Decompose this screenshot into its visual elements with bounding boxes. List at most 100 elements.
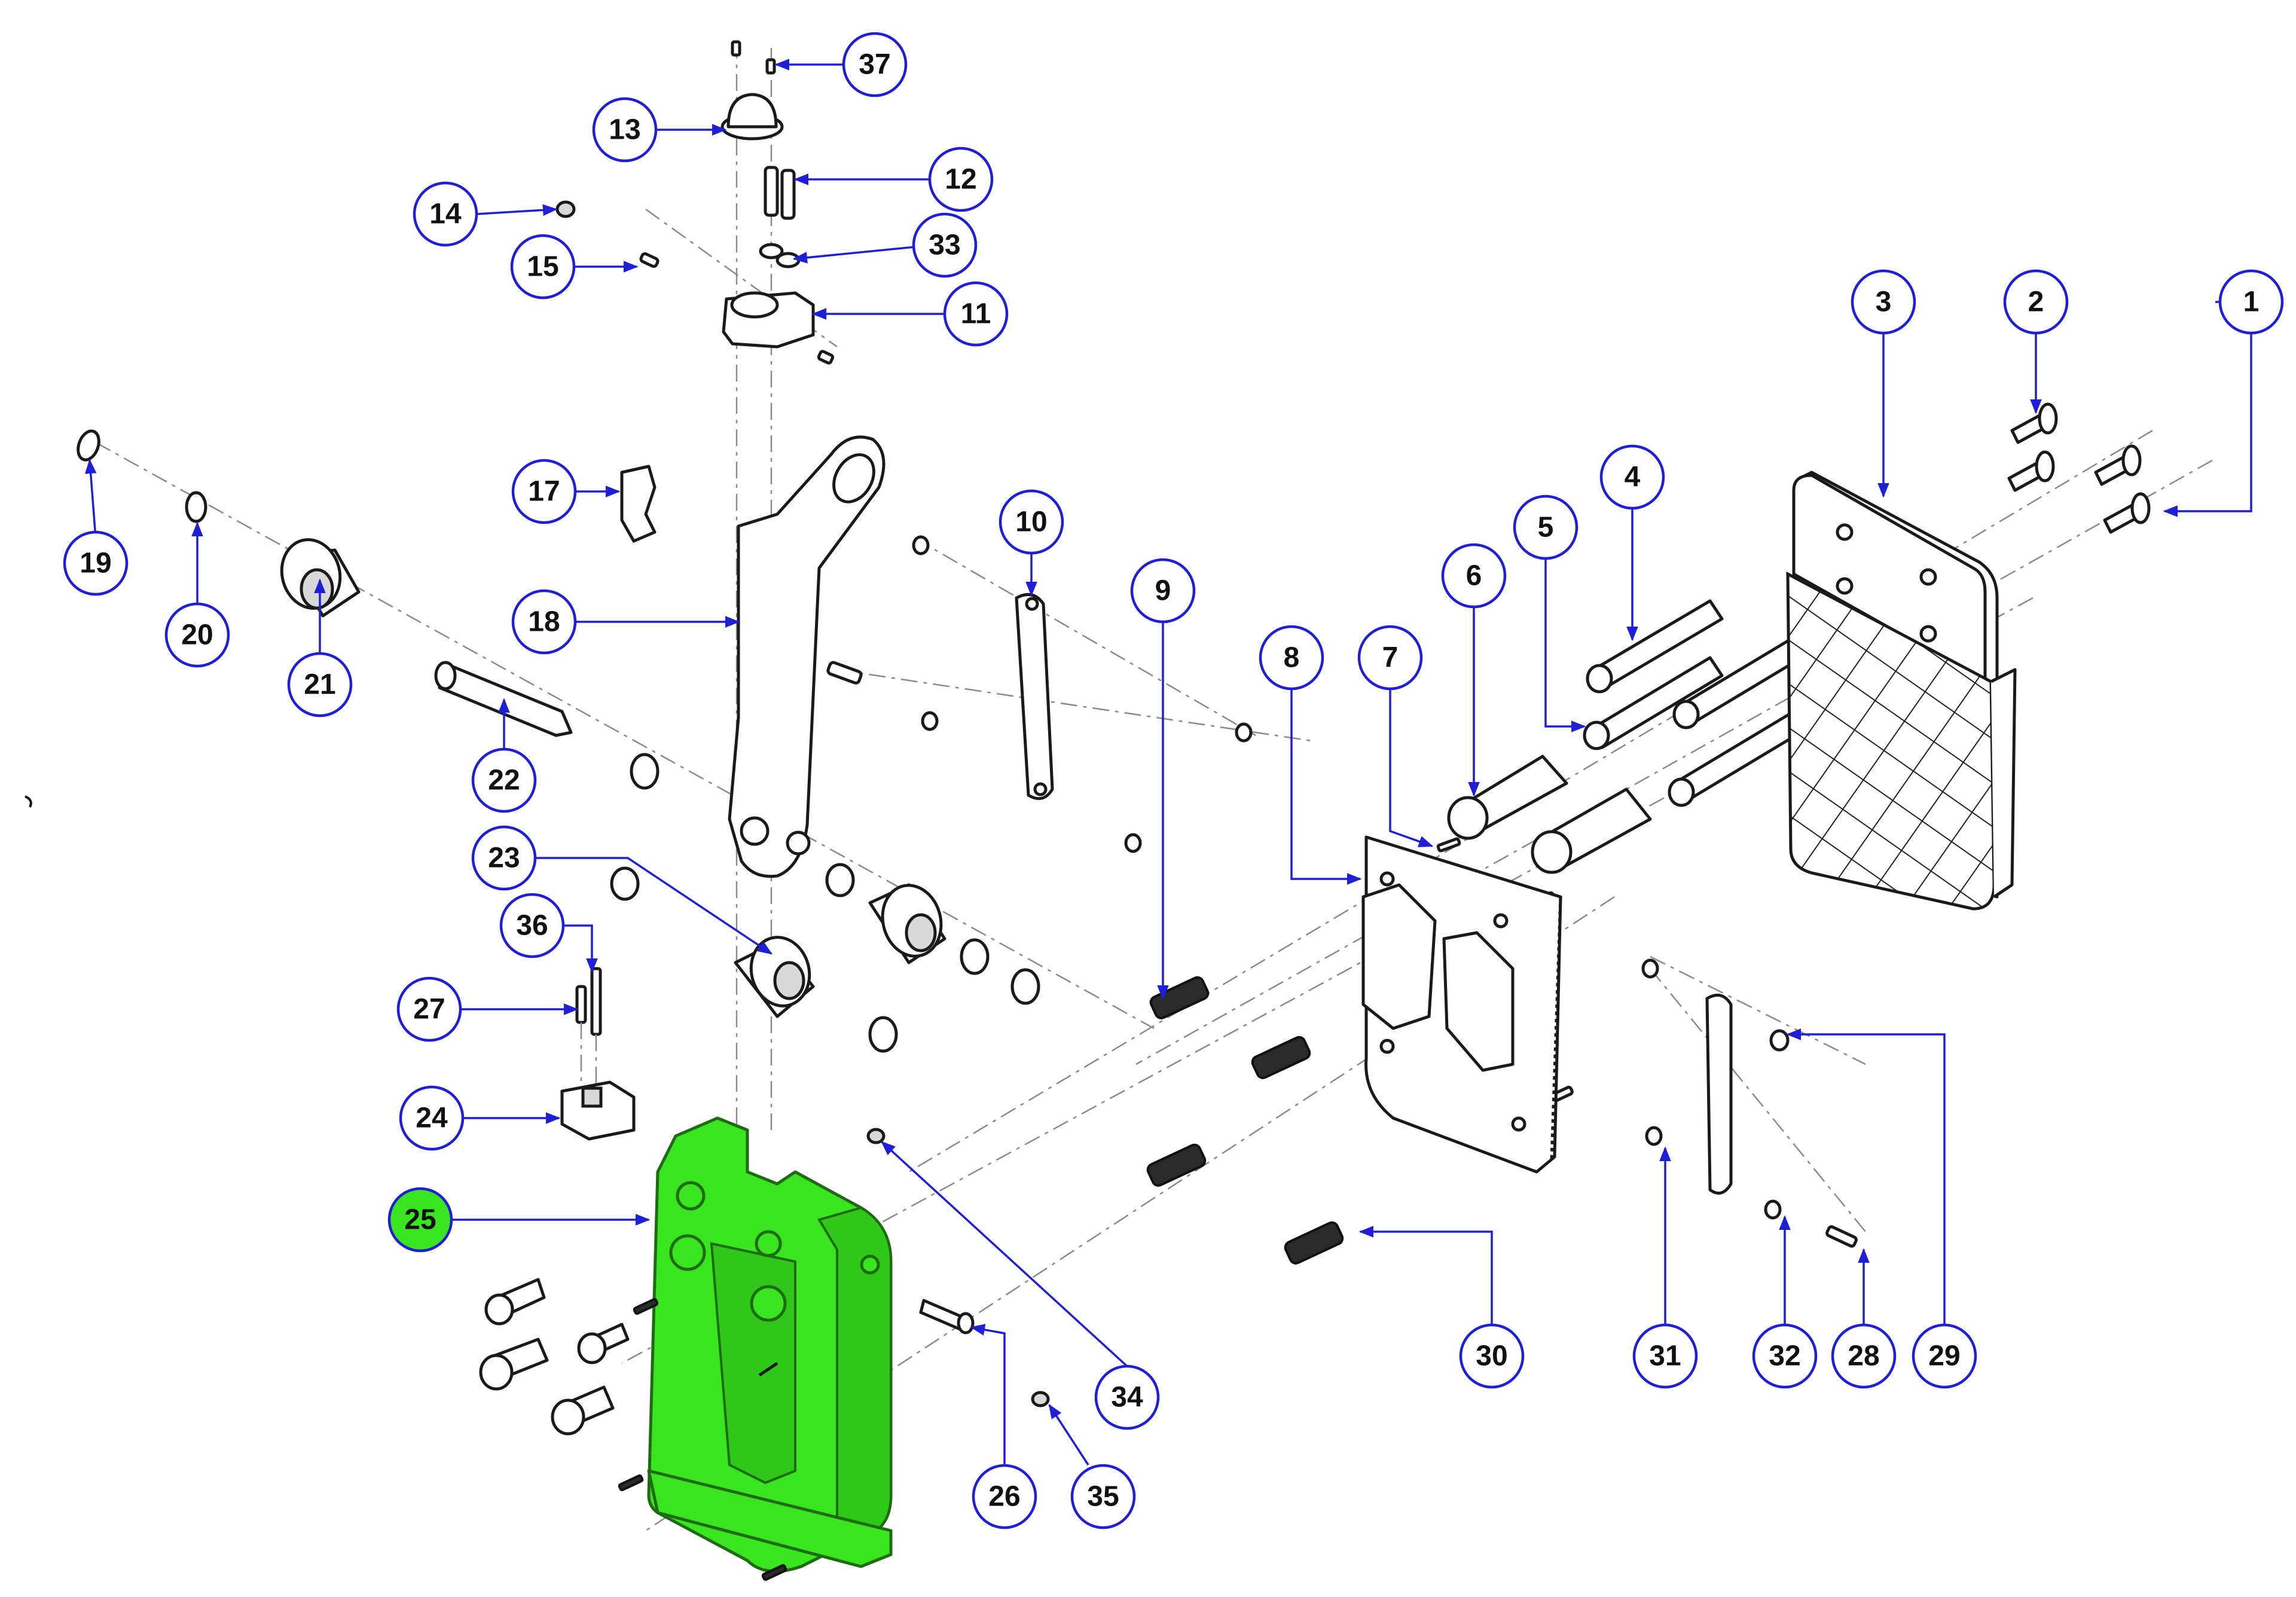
balloon-27[interactable]: 27 bbox=[396, 976, 462, 1042]
balloon-14[interactable]: 14 bbox=[413, 181, 478, 247]
balloon-29[interactable]: 29 bbox=[1912, 1323, 1977, 1389]
part-13-cap bbox=[720, 93, 784, 141]
housing-screws bbox=[479, 1278, 787, 1581]
balloon-15[interactable]: 15 bbox=[510, 234, 576, 300]
balloon-8[interactable]: 8 bbox=[1259, 625, 1324, 691]
balloon-2-label: 2 bbox=[2028, 286, 2044, 318]
balloon-28-label: 28 bbox=[1848, 1340, 1879, 1372]
balloon-35[interactable]: 35 bbox=[1070, 1464, 1136, 1529]
part-10-link bbox=[1015, 593, 1054, 801]
balloon-25[interactable]: 25 bbox=[387, 1187, 453, 1253]
balloon-13[interactable]: 13 bbox=[592, 97, 658, 163]
balloon-20-label: 20 bbox=[181, 619, 213, 651]
balloon-23[interactable]: 23 bbox=[471, 825, 537, 891]
part-36-27-screws bbox=[575, 967, 602, 1124]
balloon-7[interactable]: 7 bbox=[1357, 625, 1423, 691]
balloon-37[interactable]: 37 bbox=[842, 32, 908, 97]
balloon-2[interactable]: 2 bbox=[2003, 269, 2069, 335]
balloon-33[interactable]: 33 bbox=[912, 212, 978, 278]
balloon-15-label: 15 bbox=[527, 251, 558, 283]
balloon-6-label: 6 bbox=[1466, 560, 1482, 592]
part-6-sleeves bbox=[1447, 755, 1652, 874]
part-5-tubes bbox=[1583, 632, 1813, 807]
balloon-18[interactable]: 18 bbox=[511, 589, 577, 655]
small-washers bbox=[912, 535, 1790, 1220]
balloon-5[interactable]: 5 bbox=[1513, 494, 1578, 560]
balloon-20[interactable]: 20 bbox=[164, 602, 230, 668]
balloon-11[interactable]: 11 bbox=[943, 281, 1009, 347]
balloon-30[interactable]: 30 bbox=[1459, 1323, 1525, 1389]
balloon-24-label: 24 bbox=[416, 1103, 448, 1134]
part-12-screws bbox=[764, 166, 796, 220]
stray-mark bbox=[25, 795, 32, 808]
balloon-26-label: 26 bbox=[988, 1481, 1020, 1513]
part-9-spring bbox=[1149, 976, 1210, 1019]
balloon-35-label: 35 bbox=[1087, 1481, 1119, 1513]
balloon-9[interactable]: 9 bbox=[1130, 558, 1196, 624]
part-18-lever-arm bbox=[728, 435, 886, 878]
balloon-18-label: 18 bbox=[528, 606, 560, 638]
balloon-31[interactable]: 31 bbox=[1632, 1323, 1698, 1389]
balloon-4-label: 4 bbox=[1625, 462, 1641, 493]
part-20-washer bbox=[185, 491, 207, 523]
balloon-31-label: 31 bbox=[1649, 1340, 1681, 1372]
balloon-22-label: 22 bbox=[488, 765, 520, 796]
part-4-tube bbox=[1586, 599, 1724, 694]
balloon-5-label: 5 bbox=[1538, 512, 1554, 543]
balloon-19[interactable]: 19 bbox=[63, 530, 129, 596]
part-8-slide-plate bbox=[1361, 835, 1562, 1174]
balloon-21-label: 21 bbox=[304, 669, 335, 701]
balloon-32[interactable]: 32 bbox=[1752, 1323, 1818, 1389]
part-34-nut bbox=[866, 1128, 886, 1144]
balloon-12[interactable]: 12 bbox=[928, 146, 994, 212]
part-35-nut bbox=[1031, 1391, 1050, 1407]
spring-pins bbox=[1146, 1036, 1311, 1187]
part-25-housing bbox=[647, 1116, 893, 1573]
balloon-1[interactable]: 1 bbox=[2218, 269, 2284, 335]
balloon-7-label: 7 bbox=[1382, 642, 1399, 674]
balloon-27-label: 27 bbox=[413, 994, 445, 1025]
part-21-bearing bbox=[280, 538, 361, 618]
axis-washers-and-bearings bbox=[610, 753, 1040, 1053]
balloon-26[interactable]: 26 bbox=[972, 1464, 1037, 1529]
balloon-22[interactable]: 22 bbox=[471, 747, 537, 813]
balloon-29-label: 29 bbox=[1928, 1340, 1960, 1372]
balloon-3[interactable]: 3 bbox=[1851, 269, 1916, 335]
lower-right-link bbox=[1705, 993, 1733, 1195]
balloon-10[interactable]: 10 bbox=[999, 489, 1064, 555]
balloon-4[interactable]: 4 bbox=[1599, 444, 1665, 510]
part-23-bearing bbox=[734, 936, 815, 1018]
part-7-pin bbox=[1436, 837, 1461, 853]
balloon-11-label: 11 bbox=[961, 298, 991, 330]
balloon-36[interactable]: 36 bbox=[499, 893, 565, 958]
balloon-33-label: 33 bbox=[929, 230, 960, 261]
balloon-1-label: 1 bbox=[2243, 286, 2260, 318]
part-17-latch bbox=[620, 465, 657, 543]
part-2-bolts bbox=[2007, 402, 2058, 492]
balloon-34-label: 34 bbox=[1111, 1382, 1143, 1413]
part-24-block bbox=[560, 1080, 636, 1141]
balloon-32-label: 32 bbox=[1769, 1340, 1800, 1372]
balloon-34[interactable]: 34 bbox=[1094, 1364, 1160, 1430]
balloon-12-label: 12 bbox=[945, 164, 976, 196]
part-26-bolt bbox=[919, 1299, 975, 1335]
balloon-21[interactable]: 21 bbox=[287, 652, 353, 717]
part-30-spring bbox=[1284, 1221, 1344, 1265]
part-3-foot-pad bbox=[1786, 471, 2017, 911]
balloon-23-label: 23 bbox=[488, 842, 520, 874]
balloon-28[interactable]: 28 bbox=[1831, 1323, 1897, 1389]
balloon-8-label: 8 bbox=[1284, 642, 1300, 674]
balloon-17-label: 17 bbox=[528, 476, 560, 508]
part-15-pin bbox=[639, 252, 660, 268]
balloon-10-label: 10 bbox=[1015, 506, 1047, 538]
balloon-14-label: 14 bbox=[429, 199, 462, 230]
balloon-13-label: 13 bbox=[609, 114, 640, 146]
balloon-24[interactable]: 24 bbox=[399, 1085, 465, 1151]
part-37-screws bbox=[731, 40, 776, 75]
balloon-36-label: 36 bbox=[516, 910, 548, 942]
part-19-ring bbox=[77, 429, 100, 462]
part-11-clamp bbox=[722, 291, 835, 365]
balloon-6[interactable]: 6 bbox=[1441, 543, 1507, 609]
balloon-17[interactable]: 17 bbox=[511, 459, 577, 524]
